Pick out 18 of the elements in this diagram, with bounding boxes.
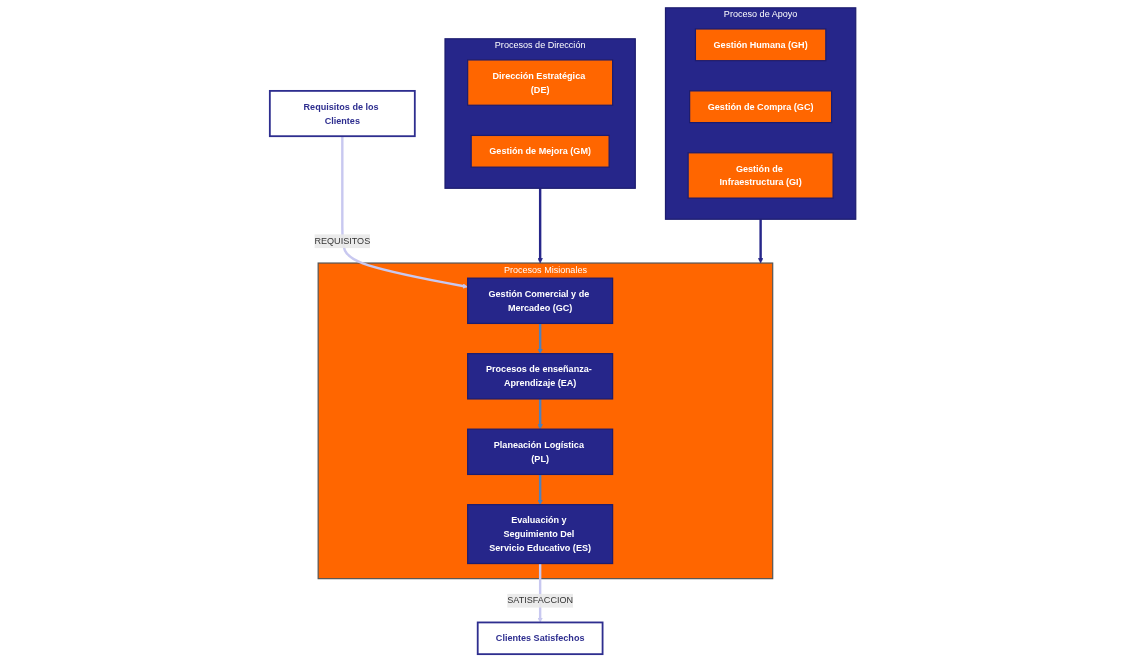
node-box: Dirección Estratégica (DE) — [467, 59, 614, 106]
node-box: Gestión de Mejora (GM) — [470, 134, 610, 168]
node-box: Gestión Humana (GH) — [695, 28, 827, 62]
arrow — [537, 398, 543, 430]
edge-label: REQUISITOS — [314, 235, 371, 246]
edge-label: SATISFACCION — [507, 594, 574, 606]
arrow — [758, 219, 764, 264]
node-box: Evaluación y Seguimiento Del Servicio Educativo (ES) — [467, 504, 614, 565]
arrow — [537, 323, 543, 354]
node-box: Clientes Satisfechos — [477, 621, 604, 656]
node-box: Planeación Logística (PL) — [467, 428, 614, 476]
node-box: Gestión de Compra (GC) — [689, 90, 833, 124]
arrow — [537, 188, 543, 264]
node-box: Gestión de Infraestructura (GI) — [687, 152, 834, 199]
node-box: Procesos de enseñanza- Aprendizaje (EA) — [467, 353, 614, 400]
node-box: Gestión Comercial y de Mercadeo (GC) — [467, 277, 614, 325]
node-box: Requisitos de los Clientes — [269, 90, 416, 138]
arrow — [537, 474, 543, 505]
